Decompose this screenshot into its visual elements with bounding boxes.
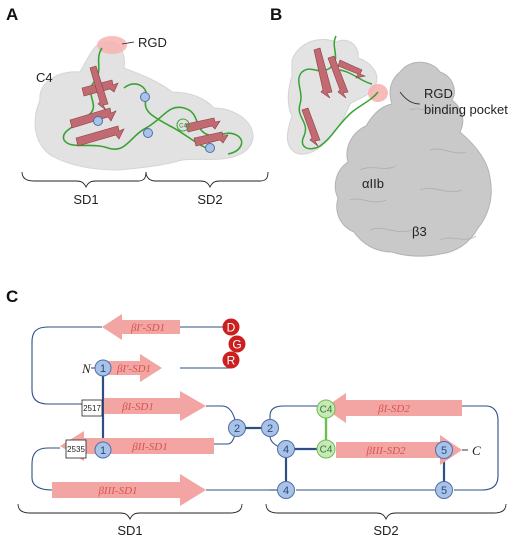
panel-c-sd2-label: SD2 (373, 523, 398, 538)
panel-c-sd2-strands: βI-SD2 βIII-SD2 (324, 393, 462, 465)
strand-b1 (104, 391, 206, 421)
node-1b-label: 1 (100, 445, 106, 457)
node-5a-label: 5 (441, 445, 447, 457)
panel-b-leader (399, 91, 421, 105)
rgd-r-label: R (227, 354, 236, 368)
panel-a-strands (69, 65, 229, 147)
panel-b-alpha-label: αIIb (362, 176, 384, 191)
node-c4b (316, 439, 336, 459)
node-4a (277, 440, 295, 458)
strand-b1p (104, 354, 162, 382)
rgd-d-label: D (227, 321, 236, 335)
panel-a-brace-sd2 (145, 171, 269, 189)
node-1a (94, 359, 112, 377)
panel-a-c4-marker (176, 118, 190, 132)
node-c4b-label: C4 (320, 445, 333, 456)
rgd-r-circle (222, 351, 240, 369)
node-4a-label: 4 (283, 444, 289, 456)
strand-b1p-top (102, 314, 180, 340)
n-terminus-label: N (81, 361, 92, 376)
strand-sd2-b1-label: βI-SD2 (377, 403, 410, 415)
node-5a (435, 441, 453, 459)
panel-a-surface (34, 41, 254, 171)
panel-b-label: B (270, 5, 282, 24)
panel-c-sd2-nodes: 2 4 4 5 5 C4 C4 (261, 399, 453, 499)
panel-a-c4-inner-label: C4 (179, 124, 187, 130)
strand-sd2-b2 (336, 435, 462, 465)
panel-b-pocket-label: binding pocket (424, 102, 508, 117)
node-2b (261, 419, 279, 437)
panel-c-brace-sd2 (265, 503, 507, 521)
panel-b-integrin-surface (334, 61, 492, 257)
box-2517 (81, 399, 103, 417)
panel-b-rgd-label: RGD (424, 86, 453, 101)
node-c4a-label: C4 (320, 405, 333, 416)
panel-c-rgd: D G R (222, 318, 246, 369)
strand-b3-label: βIII-SD1 (97, 485, 137, 497)
node-5b-label: 5 (441, 485, 447, 497)
rgd-g-circle (228, 335, 246, 353)
panel-a: A C4 RGD C4 (6, 5, 269, 207)
node-1a-label: 1 (100, 363, 106, 375)
c-terminus-label: C (472, 443, 481, 458)
strand-b2-label: βII-SD1 (131, 441, 167, 453)
strand-b1-label: βI-SD1 (121, 401, 154, 413)
panel-a-rgd-leader (121, 41, 135, 45)
box-2535-label: 2535 (67, 445, 85, 454)
strand-b1p-label: βI'-SD1 (116, 363, 151, 375)
panel-a-rgd-highlight (97, 36, 127, 54)
panel-a-label: A (6, 5, 18, 24)
node-4b-label: 4 (283, 485, 289, 497)
strand-sd2-b1 (324, 393, 462, 423)
node-2b-label: 2 (267, 423, 273, 435)
panel-c: C βI'-SD1 βI'-SD1 βI-SD1 (6, 287, 507, 538)
strand-b3 (52, 474, 206, 506)
node-4b (277, 481, 295, 499)
panel-c-label: C (6, 287, 18, 306)
node-1b (94, 441, 112, 459)
rgd-g-label: G (232, 338, 241, 352)
panel-b-surface-texture (349, 108, 477, 241)
box-2535 (65, 439, 87, 459)
panel-a-atoms (93, 92, 215, 153)
panel-c-sd1-connectors (31, 326, 270, 491)
panel-a-sd1-label: SD1 (73, 192, 98, 207)
box-2517-label: 2517 (83, 404, 101, 413)
panel-a-c4-label: C4 (36, 70, 53, 85)
panel-a-sd2-label: SD2 (197, 192, 222, 207)
panel-b-strands (301, 47, 367, 147)
panel-c-brace-sd1 (17, 503, 243, 521)
strand-sd2-b2-label: βIII-SD2 (365, 445, 406, 457)
strand-b1p-top-label: βI'-SD1 (130, 322, 165, 334)
rgd-d-circle (222, 318, 240, 336)
panel-a-brace-sd1 (21, 171, 147, 189)
panel-b-beta-label: β3 (412, 224, 427, 239)
node-5b (435, 481, 453, 499)
panel-b: B RGD binding pocket αIIb β3 (270, 5, 508, 257)
panel-a-rgd-label: RGD (138, 35, 167, 50)
node-2a-label: 2 (234, 423, 240, 435)
node-c4a (316, 399, 336, 419)
panel-c-sd1-strands: βI'-SD1 βI'-SD1 βI-SD1 βII-SD1 βIII-SD1 (52, 314, 214, 506)
panel-a-coil-2 (123, 83, 213, 151)
panel-c-sd1-label: SD1 (117, 523, 142, 538)
